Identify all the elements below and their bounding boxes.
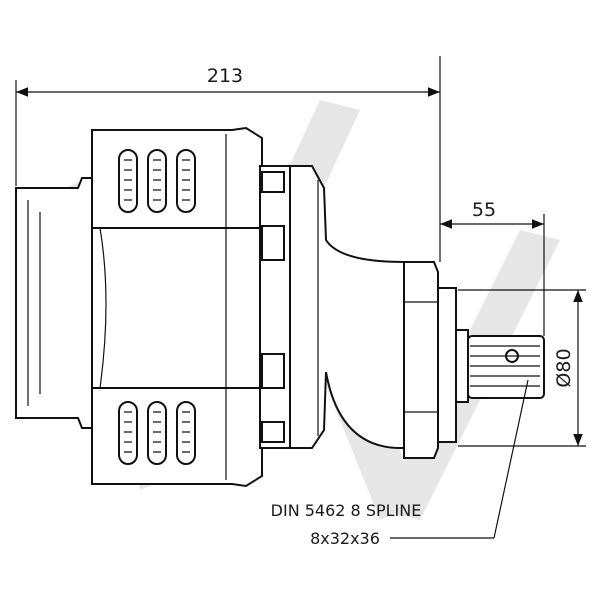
splined-shaft: [455, 329, 545, 403]
spline-standard-label: DIN 5462 8 SPLINE: [271, 501, 422, 520]
vent-slots-top: [118, 149, 196, 213]
dimension-flange-diameter: Ø80: [458, 289, 586, 447]
clamp-ring: [259, 165, 291, 449]
bell-housing: [289, 165, 405, 450]
rear-cover: [15, 177, 97, 429]
dimension-shaft-length: 55: [440, 199, 545, 336]
dimension-label-55: 55: [472, 199, 496, 221]
spline-size-label: 8x32x36: [310, 529, 380, 548]
spline-callout: DIN 5462 8 SPLINE 8x32x36: [271, 379, 529, 548]
dimension-label-80: Ø80: [553, 348, 575, 387]
vent-slots-bottom: [118, 401, 196, 465]
dimension-label-213: 213: [207, 65, 243, 87]
shaft-key-hole: [505, 349, 519, 363]
main-housing: [91, 126, 263, 488]
mounting-flange: [403, 261, 457, 459]
